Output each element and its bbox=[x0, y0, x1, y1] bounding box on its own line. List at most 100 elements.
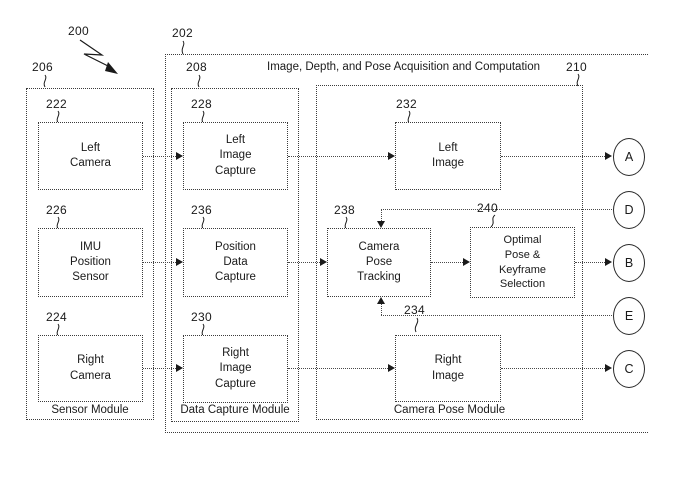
flow-arrow-tracking-top-in bbox=[377, 221, 385, 228]
connector-circle-e[interactable]: E bbox=[613, 297, 645, 335]
ref-240: 240 bbox=[477, 201, 498, 215]
flow-arrow-tracking-bottom-in bbox=[377, 297, 385, 304]
node-right-camera-line1: Right bbox=[77, 354, 104, 367]
flow-d-to-tracking-vertical bbox=[381, 209, 382, 221]
flow-d-to-tracking-horizontal bbox=[381, 209, 612, 210]
connector-circle-d[interactable]: D bbox=[613, 191, 645, 229]
flow-e-to-tracking-vertical bbox=[381, 304, 382, 315]
node-optimal-pose-line2: Pose & bbox=[504, 248, 541, 261]
connector-b-label: B bbox=[624, 256, 634, 270]
ref-226-lead bbox=[53, 216, 67, 231]
node-left-camera[interactable]: Left Camera bbox=[38, 122, 143, 190]
node-right-image-line1: Right bbox=[434, 354, 462, 367]
node-right-camera[interactable]: Right Camera bbox=[38, 335, 143, 402]
node-right-image-capture[interactable]: Right Image Capture bbox=[183, 335, 288, 403]
node-left-image-line1: Left bbox=[438, 141, 458, 154]
node-optimal-pose-line1: Optimal bbox=[503, 234, 542, 247]
connector-d-label: D bbox=[624, 203, 634, 217]
node-right-image-line2: Image bbox=[432, 369, 464, 382]
ref-222: 222 bbox=[46, 97, 67, 111]
node-camera-pose-tracking-line1: Camera bbox=[358, 240, 400, 253]
ref-240-lead bbox=[487, 214, 503, 229]
node-optimal-pose-line3: Keyframe bbox=[498, 263, 547, 276]
flow-left-capture-to-left-image bbox=[288, 156, 388, 157]
ref-238: 238 bbox=[334, 203, 355, 217]
node-camera-pose-tracking-line3: Tracking bbox=[357, 271, 401, 284]
ref-206: 206 bbox=[32, 60, 53, 74]
ref-228-lead bbox=[198, 110, 212, 125]
ref-228: 228 bbox=[191, 97, 212, 111]
sensor-module-label: Sensor Module bbox=[51, 404, 129, 416]
ref-234-lead bbox=[411, 317, 425, 334]
node-right-camera-line2: Camera bbox=[70, 369, 111, 382]
flow-right-camera-to-capture bbox=[143, 368, 176, 369]
node-position-data-capture[interactable]: Position Data Capture bbox=[183, 228, 288, 297]
flow-right-image-to-c bbox=[501, 368, 605, 369]
node-left-camera-line1: Left bbox=[80, 141, 101, 154]
flow-arrow-c-in bbox=[605, 364, 612, 372]
node-imu-line3: Sensor bbox=[72, 271, 109, 284]
node-optimal-pose-keyframe-selection[interactable]: Optimal Pose & Keyframe Selection bbox=[470, 227, 575, 298]
node-left-camera-line2: Camera bbox=[70, 157, 111, 169]
flow-tracking-to-optimal bbox=[431, 262, 463, 263]
connector-a-label: A bbox=[624, 150, 634, 164]
flow-optimal-to-b bbox=[575, 262, 605, 263]
connector-circle-b[interactable]: B bbox=[613, 244, 645, 282]
ref-226: 226 bbox=[46, 203, 67, 217]
ref-222-lead bbox=[53, 110, 67, 125]
ref-224: 224 bbox=[46, 310, 67, 324]
ref-210: 210 bbox=[566, 60, 587, 74]
node-position-data-capture-line3: Capture bbox=[215, 271, 256, 284]
node-right-image-capture-line2: Image bbox=[219, 362, 252, 375]
node-imu-line2: Position bbox=[70, 255, 111, 268]
ref-236-lead bbox=[198, 216, 212, 231]
connector-c-label: C bbox=[624, 362, 634, 376]
ref-210-lead bbox=[573, 73, 587, 88]
node-left-image-capture[interactable]: Left Image Capture bbox=[183, 122, 288, 190]
connector-circle-c[interactable]: C bbox=[613, 350, 645, 388]
ref-230: 230 bbox=[191, 310, 212, 324]
ref-230-lead bbox=[198, 323, 212, 338]
node-imu-position-sensor[interactable]: IMU Position Sensor bbox=[38, 228, 143, 297]
flow-arrow-optimal-in bbox=[463, 258, 470, 266]
flow-arrow-right-image-in bbox=[388, 364, 395, 372]
ref-202-lead bbox=[178, 40, 192, 56]
ref-234: 234 bbox=[404, 303, 425, 317]
flow-left-image-to-a bbox=[501, 156, 605, 157]
flow-left-camera-to-capture bbox=[143, 156, 176, 157]
node-optimal-pose-line4: Selection bbox=[499, 278, 546, 291]
node-right-image[interactable]: Right Image bbox=[395, 335, 501, 402]
data-capture-module-label: Data Capture Module bbox=[180, 404, 290, 416]
node-camera-pose-tracking-line2: Pose bbox=[365, 255, 393, 268]
figure-lead-arrow-icon bbox=[78, 38, 138, 85]
flow-arrow-tracking-in bbox=[320, 258, 327, 266]
node-left-image[interactable]: Left Image bbox=[395, 122, 501, 190]
ref-236: 236 bbox=[191, 203, 212, 217]
ref-232-lead bbox=[404, 110, 418, 125]
sensor-module bbox=[26, 88, 154, 420]
flow-arrow-left-capture-in bbox=[176, 152, 183, 160]
node-position-data-capture-line2: Data bbox=[223, 255, 248, 268]
node-left-image-capture-line1: Left bbox=[225, 134, 246, 147]
node-camera-pose-tracking[interactable]: Camera Pose Tracking bbox=[327, 228, 431, 297]
flow-arrow-left-image-in bbox=[388, 152, 395, 160]
node-right-image-capture-line3: Capture bbox=[215, 377, 256, 390]
connector-e-label: E bbox=[624, 309, 634, 323]
camera-pose-module bbox=[316, 85, 583, 420]
connector-circle-a[interactable]: A bbox=[613, 138, 645, 176]
ref-224-lead bbox=[53, 323, 67, 338]
node-left-image-capture-line3: Capture bbox=[215, 164, 256, 177]
node-left-image-line2: Image bbox=[432, 157, 464, 169]
ref-238-lead bbox=[341, 216, 355, 231]
ref-200: 200 bbox=[68, 24, 89, 38]
ref-232: 232 bbox=[396, 97, 417, 111]
ref-208-lead bbox=[194, 74, 208, 89]
node-right-image-capture-line1: Right bbox=[222, 347, 249, 360]
flow-arrow-right-capture-in bbox=[176, 364, 183, 372]
ref-208: 208 bbox=[186, 60, 207, 74]
node-imu-line1: IMU bbox=[79, 240, 102, 253]
node-position-data-capture-line1: Position bbox=[215, 240, 256, 253]
data-capture-module bbox=[171, 88, 299, 422]
camera-pose-module-label: Camera Pose Module bbox=[393, 404, 506, 416]
